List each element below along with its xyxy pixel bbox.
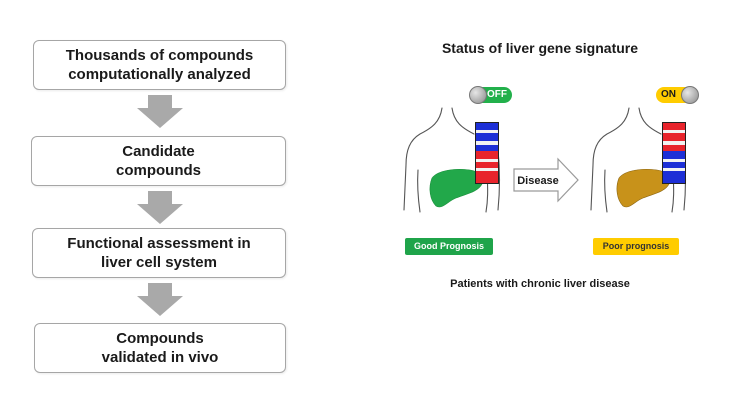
heatmap-poor-band — [663, 123, 685, 130]
toggle-on-label: ON — [661, 89, 676, 100]
flow-step-4-line-1: Compounds — [116, 330, 204, 347]
heatmap-poor-band — [663, 133, 685, 141]
heatmap-poor-band — [663, 159, 685, 162]
toggle-on: ON — [656, 86, 699, 104]
flow-step-1: Thousands of compounds computationally a… — [33, 40, 286, 90]
toggle-off-label: OFF — [487, 89, 507, 100]
disease-label: Disease — [517, 175, 559, 187]
flow-step-1-line-1: Thousands of compounds — [65, 47, 254, 64]
flow-step-2-line-1: Candidate — [122, 143, 195, 160]
signature-title: Status of liver gene signature — [441, 40, 639, 56]
heatmap-poor-band — [663, 130, 685, 133]
heatmap-poor-band — [663, 171, 685, 179]
heatmap-good — [475, 122, 499, 184]
prognosis-poor-badge: Poor prognosis — [593, 238, 679, 255]
heatmap-good-band — [476, 141, 498, 145]
heatmap-good-band — [476, 145, 498, 151]
toggle-off-knob — [469, 86, 487, 104]
heatmap-good-band — [476, 162, 498, 168]
prognosis-good-badge: Good Prognosis — [405, 238, 493, 255]
flow-step-3-line-2: liver cell system — [101, 254, 217, 271]
heatmap-good-band — [476, 159, 498, 162]
flow-step-1-line-2: computationally analyzed — [68, 66, 251, 83]
liver-good-icon — [429, 168, 483, 208]
heatmap-poor-band — [663, 145, 685, 151]
toggle-off: OFF — [469, 86, 512, 104]
heatmap-good-band — [476, 123, 498, 130]
heatmap-good-band — [476, 171, 498, 179]
heatmap-poor-band — [663, 168, 685, 171]
heatmap-poor-band — [663, 162, 685, 168]
flow-step-2-line-2: compounds — [116, 162, 201, 179]
heatmap-good-band — [476, 133, 498, 141]
heatmap-good-band — [476, 151, 498, 159]
liver-poor-icon — [616, 168, 670, 208]
patients-caption: Patients with chronic liver disease — [450, 278, 630, 290]
flow-step-3-line-1: Functional assessment in — [67, 235, 251, 252]
heatmap-poor — [662, 122, 686, 184]
flow-step-3: Functional assessment in liver cell syst… — [32, 228, 286, 278]
heatmap-good-band — [476, 130, 498, 133]
heatmap-poor-band — [663, 179, 685, 183]
heatmap-poor-band — [663, 141, 685, 145]
flow-step-4-line-2: validated in vivo — [101, 349, 219, 366]
heatmap-good-band — [476, 179, 498, 183]
flow-step-2: Candidate compounds — [31, 136, 286, 186]
disease-arrow — [513, 157, 579, 203]
toggle-on-knob — [681, 86, 699, 104]
heatmap-poor-band — [663, 151, 685, 159]
heatmap-good-band — [476, 168, 498, 171]
flow-step-4: Compounds validated in vivo — [34, 323, 286, 373]
